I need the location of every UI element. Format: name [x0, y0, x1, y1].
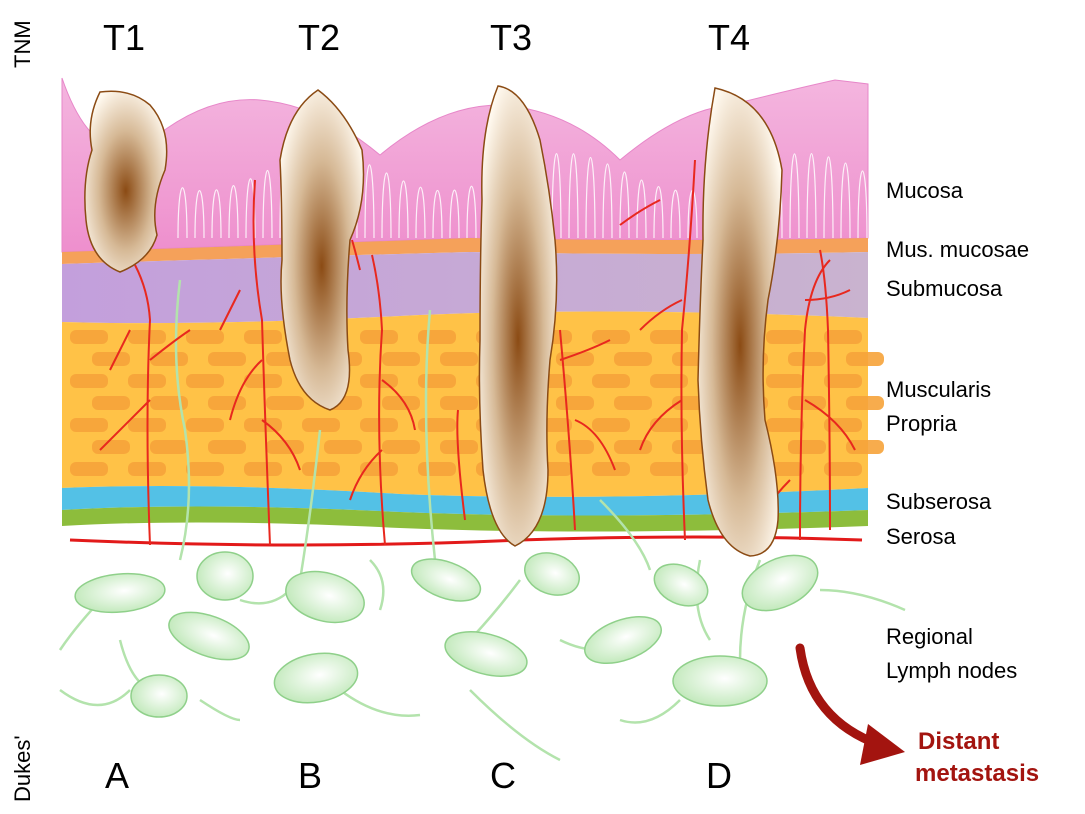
lymph-vessel [620, 700, 680, 723]
lymph-vessel [820, 590, 905, 610]
muscle-cell [766, 330, 804, 344]
muscle-cell [592, 330, 630, 344]
muscle-cell [186, 374, 224, 388]
label-submucosa: Submucosa [886, 276, 1002, 302]
lymph-node [579, 608, 668, 673]
label-muscularis: Muscularis [886, 377, 991, 403]
lymph-node [673, 656, 767, 706]
muscle-cell [70, 462, 108, 476]
muscle-cell [788, 352, 826, 366]
lymph-node [131, 675, 187, 717]
lymph-node [74, 570, 167, 616]
muscle-cell [208, 440, 246, 454]
muscle-cell [614, 396, 652, 410]
muscle-cell [592, 462, 630, 476]
muscle-cell [556, 440, 594, 454]
metastasis-label-line2: metastasis [915, 760, 1039, 788]
label-mus-mucosae: Mus. mucosae [886, 237, 1029, 263]
label-serosa: Serosa [886, 524, 956, 550]
muscle-cell [846, 396, 884, 410]
lymph-vessel [200, 700, 240, 720]
muscle-cell [592, 374, 630, 388]
lymph-vessel [60, 690, 130, 705]
metastasis-arrow-head [860, 724, 905, 765]
muscle-cell [382, 352, 420, 366]
muscle-cell [788, 396, 826, 410]
lymph-node [519, 546, 585, 603]
muscle-cell [150, 440, 188, 454]
muscle-cell [150, 352, 188, 366]
lymph-vessel [240, 590, 290, 603]
muscle-cell [418, 462, 456, 476]
lymph-vessel [370, 560, 383, 610]
lymph-node [280, 563, 370, 630]
muscle-cell [382, 440, 420, 454]
lymph-node [163, 603, 256, 669]
t-stage-1: T1 [103, 20, 145, 56]
muscle-cell [70, 330, 108, 344]
lymph-vessel [470, 690, 560, 760]
muscle-cell [766, 418, 804, 432]
t-stage-2: T2 [298, 20, 340, 56]
muscle-cell [418, 330, 456, 344]
muscle-cell [440, 352, 478, 366]
muscle-cell [186, 418, 224, 432]
lymph-node [440, 624, 531, 684]
muscle-cell [824, 330, 862, 344]
muscle-cell [70, 418, 108, 432]
muscle-cell [614, 352, 652, 366]
muscle-cell [788, 440, 826, 454]
muscle-cell [244, 462, 282, 476]
dukes-stage-c: C [490, 758, 516, 794]
muscle-cell [186, 330, 224, 344]
dukes-stage-a: A [105, 758, 129, 794]
muscle-cell [324, 440, 362, 454]
t-stage-3: T3 [490, 20, 532, 56]
lymph-vessel [340, 690, 420, 716]
muscle-cell [208, 352, 246, 366]
dukes-stage-b: B [298, 758, 322, 794]
muscle-cell [302, 462, 340, 476]
label-subserosa: Subserosa [886, 489, 991, 515]
lymph-node [648, 556, 715, 614]
label-lymph-nodes: Lymph nodes [886, 658, 1017, 684]
tnm-side-label: TNM [10, 20, 36, 68]
muscle-cell [128, 330, 166, 344]
muscle-cell [846, 352, 884, 366]
metastasis-label-line1: Distant [918, 728, 999, 756]
muscle-cell [92, 396, 130, 410]
label-mucosa: Mucosa [886, 178, 963, 204]
muscle-cell [70, 374, 108, 388]
muscle-cell [440, 396, 478, 410]
dukes-stage-d: D [706, 758, 732, 794]
lymph-node [406, 551, 486, 609]
label-regional: Regional [886, 624, 973, 650]
lymph-nodes [74, 544, 827, 717]
muscle-cell [266, 396, 304, 410]
t-stage-4: T4 [708, 20, 750, 56]
muscle-cell [418, 374, 456, 388]
label-propria: Propria [886, 411, 957, 437]
muscle-cell [150, 396, 188, 410]
muscle-cell [360, 330, 398, 344]
dukes-side-label: Dukes' [10, 735, 36, 802]
muscle-cell [302, 418, 340, 432]
muscle-cell [766, 374, 804, 388]
muscle-cell [418, 418, 456, 432]
muscle-cell [556, 396, 594, 410]
muscle-cell [592, 418, 630, 432]
lymph-node [270, 647, 361, 709]
muscle-cell [92, 440, 130, 454]
muscle-cell [614, 440, 652, 454]
muscle-cell [208, 396, 246, 410]
muscle-cell [186, 462, 224, 476]
lymph-node [197, 552, 253, 600]
muscle-cell [92, 352, 130, 366]
